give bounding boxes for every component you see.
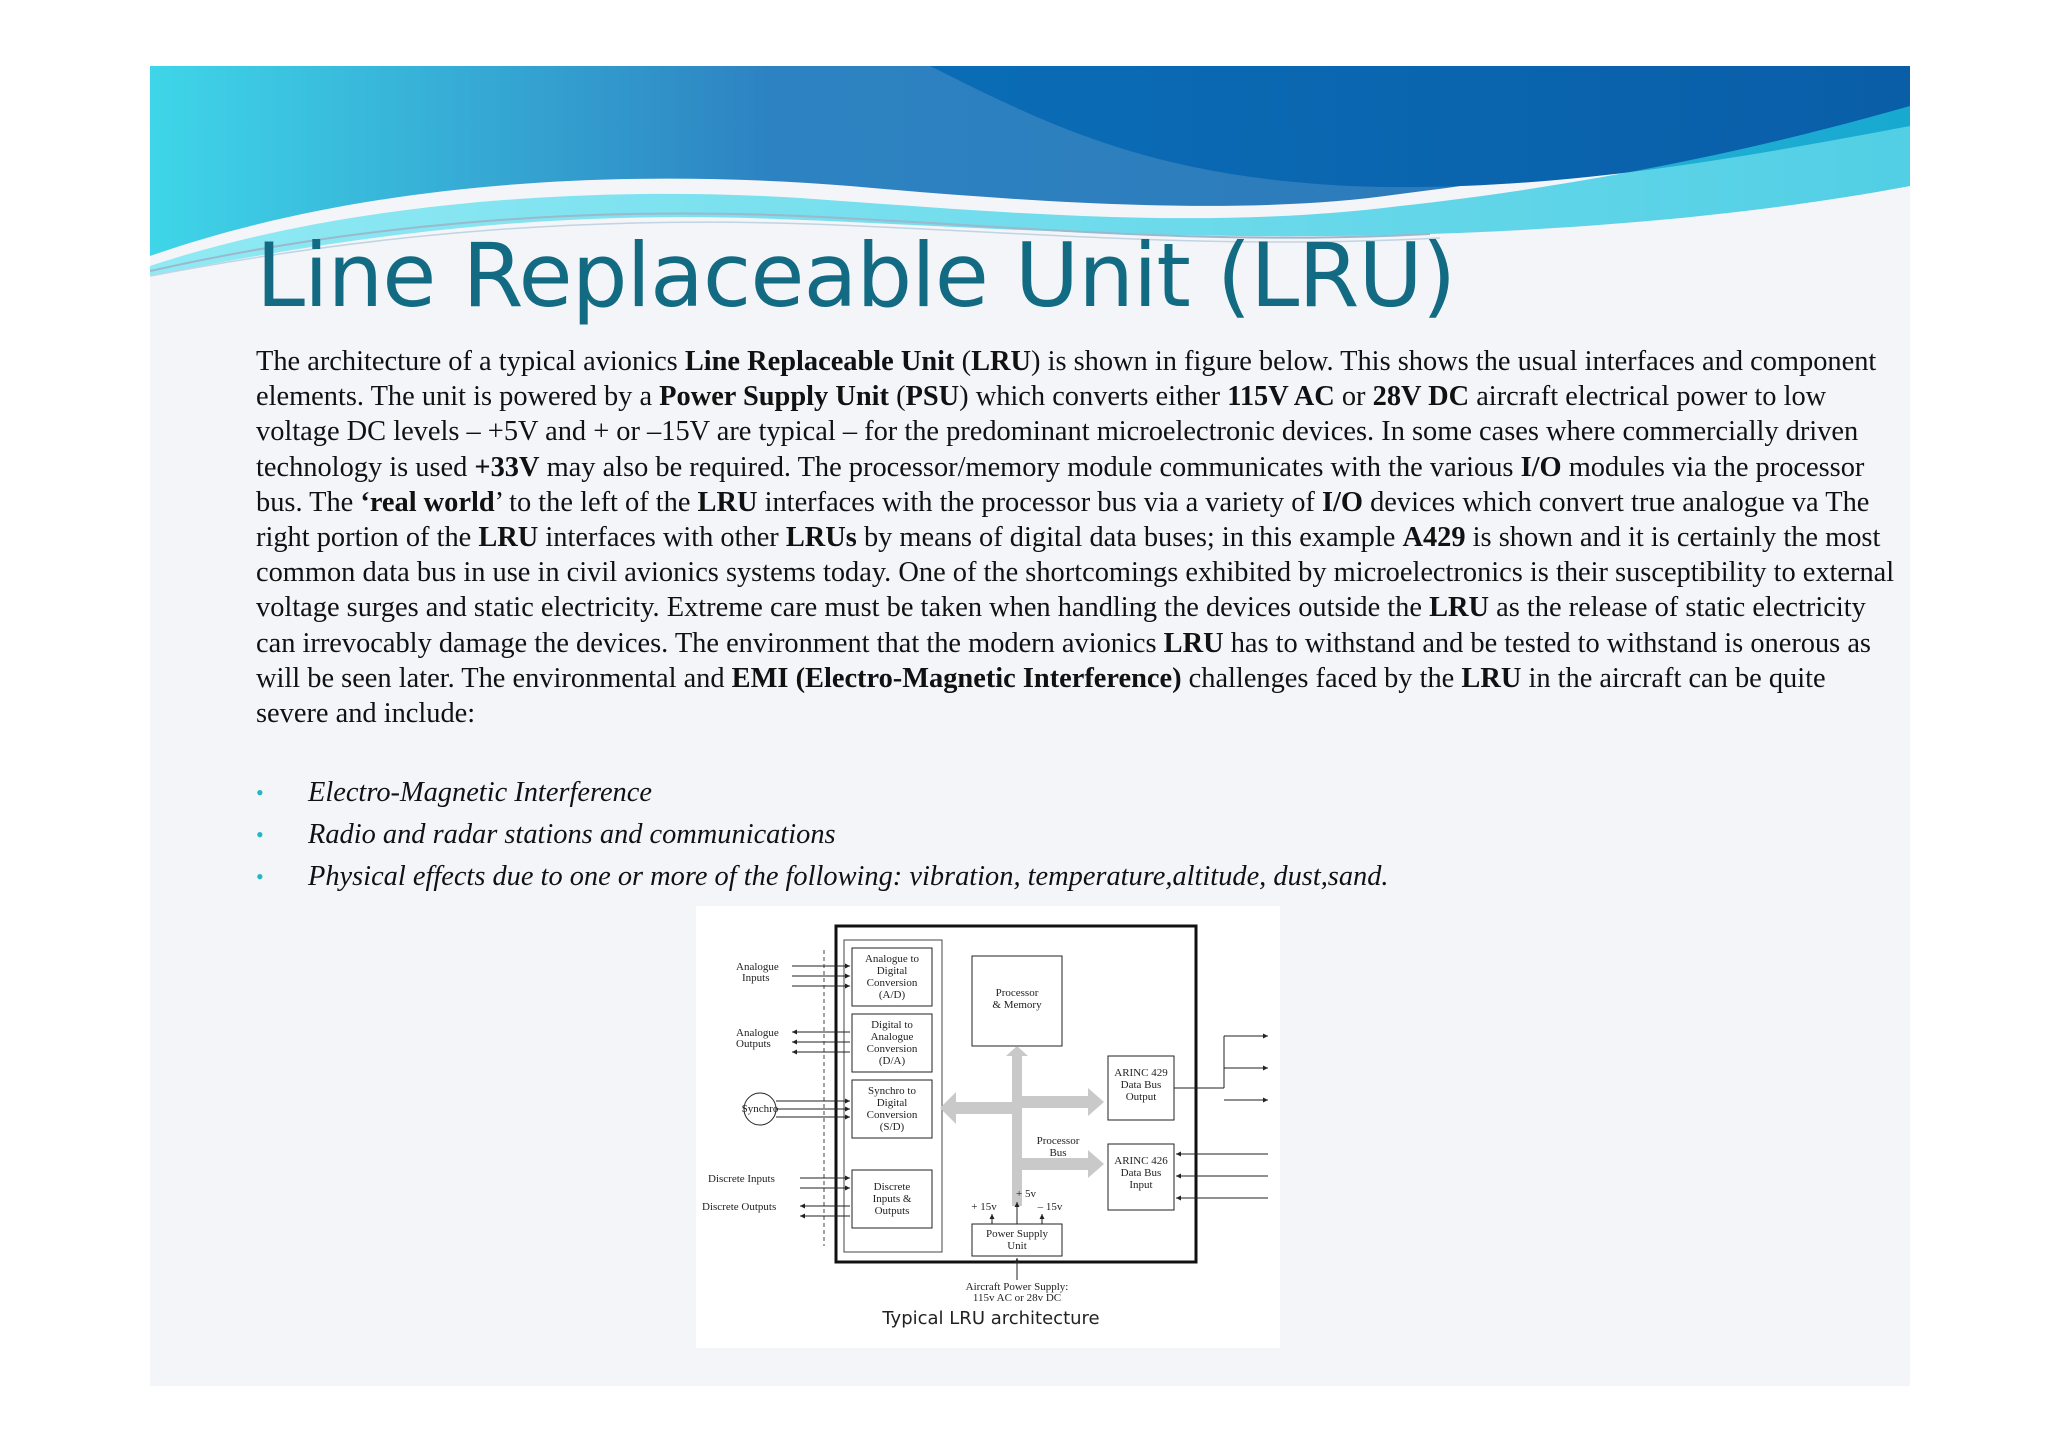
bullet-text: Electro-Magnetic Interference [308,777,652,808]
bold-term: LRU [1461,662,1522,694]
svg-text:Aircraft Power Supply:115v AC: Aircraft Power Supply:115v AC or 28v DC [966,1281,1069,1304]
bullet-text: Radio and radar stations and communicati… [308,819,836,850]
bold-term: LRU [1429,592,1490,624]
bold-term: +33V [474,451,540,483]
bold-term: Line Replaceable Unit [684,346,955,377]
arinc426-input-box [1107,1143,1175,1211]
text-run: by means of digital data buses; in this … [856,522,1403,554]
bold-term: 28V DC [1372,381,1470,413]
text-run: as the release of static electricity can… [256,592,1866,659]
bullet-item: • Radio and radar stations and communicat… [256,814,1896,856]
bold-term: EMI [731,662,789,694]
text-run: ( [954,346,972,377]
text-run: may also be required. The processor/memo… [539,451,1521,483]
ad-conversion-box [851,947,933,1007]
bold-term: A429 [1402,522,1466,554]
svg-text:+ 15v: + 15v [971,1201,997,1213]
power-supply-unit-box [971,1223,1063,1257]
discrete-io-box [851,1169,933,1229]
bold-term: LRUs [785,522,857,554]
svg-text:– 15v: – 15v [1037,1201,1063,1213]
arinc429-output-box [1107,1055,1175,1121]
bold-term: LRU [1163,627,1224,659]
text-run: devices which convert true analogue va T… [256,486,1870,554]
body-paragraph: The architecture of a typical avionics L… [256,344,1896,731]
text-run: is shown and it is certainly the most co… [256,522,1895,624]
text-run: aircraft electrical power to low voltage… [256,381,1859,483]
text-run: ’ to the left of the [494,486,698,518]
text-run: challenges faced by the [1181,662,1462,694]
bold-term: PSU [905,381,960,413]
text-run: modules via the processor bus. The [256,451,1865,518]
bold-term: Power Supply Unit [659,381,889,413]
text-run: in the aircraft can be quite severe and … [256,662,1826,730]
text-run: interfaces with the processor bus via a … [757,486,1322,518]
text-run: has to withstand and be tested to withst… [256,627,1871,694]
svg-text:Discrete Outputs: Discrete Outputs [702,1201,776,1213]
text-run: The architecture of a typical avionics [256,346,685,377]
text-run: ) is shown in figure below. This shows t… [256,346,1877,413]
text-run: ( [888,381,906,413]
bullet-text: Physical effects due to one or more of t… [308,861,1389,892]
bold-term: LRU [697,486,758,518]
bold-term: (Electro-Magnetic Interference) [795,662,1182,694]
text-run [788,663,795,694]
bold-term: 115V AC [1227,381,1335,413]
slide-title: Line Replaceable Unit (LRU) [256,224,1456,327]
figure-caption: Typical LRU architecture [882,1308,1100,1329]
bold-term: ‘real world [360,486,495,518]
bullet-dot-icon: • [256,822,264,847]
svg-text:+ 5v: + 5v [1016,1188,1036,1200]
bullet-dot-icon: • [256,864,264,889]
bullet-list: • Electro-Magnetic Interference • Radio and… [256,772,1896,898]
bullet-item: • Physical effects due to one or more of … [256,856,1896,898]
text-run: ) which converts either [959,381,1228,413]
bold-term: I/O [1520,451,1562,483]
bold-term: LRU [478,522,539,554]
sd-conversion-box [851,1079,933,1139]
da-conversion-box [851,1013,933,1073]
slide: Line Replaceable Unit (LRU) The architec… [150,66,1910,1386]
svg-text:Processor& Memory: Processor& Memory [992,987,1042,1011]
text-run: interfaces with other [538,522,786,554]
text-run: or [1334,381,1373,413]
bullet-item: • Electro-Magnetic Interference [256,772,1896,814]
bold-term: LRU [971,346,1032,377]
bold-term: I/O [1321,486,1363,518]
svg-text:Discrete Inputs: Discrete Inputs [708,1173,775,1185]
processor-bus-arrows [940,1046,1104,1206]
wave-banner [150,66,1910,277]
svg-text:Synchro: Synchro [742,1103,779,1115]
bullet-dot-icon: • [256,780,264,805]
